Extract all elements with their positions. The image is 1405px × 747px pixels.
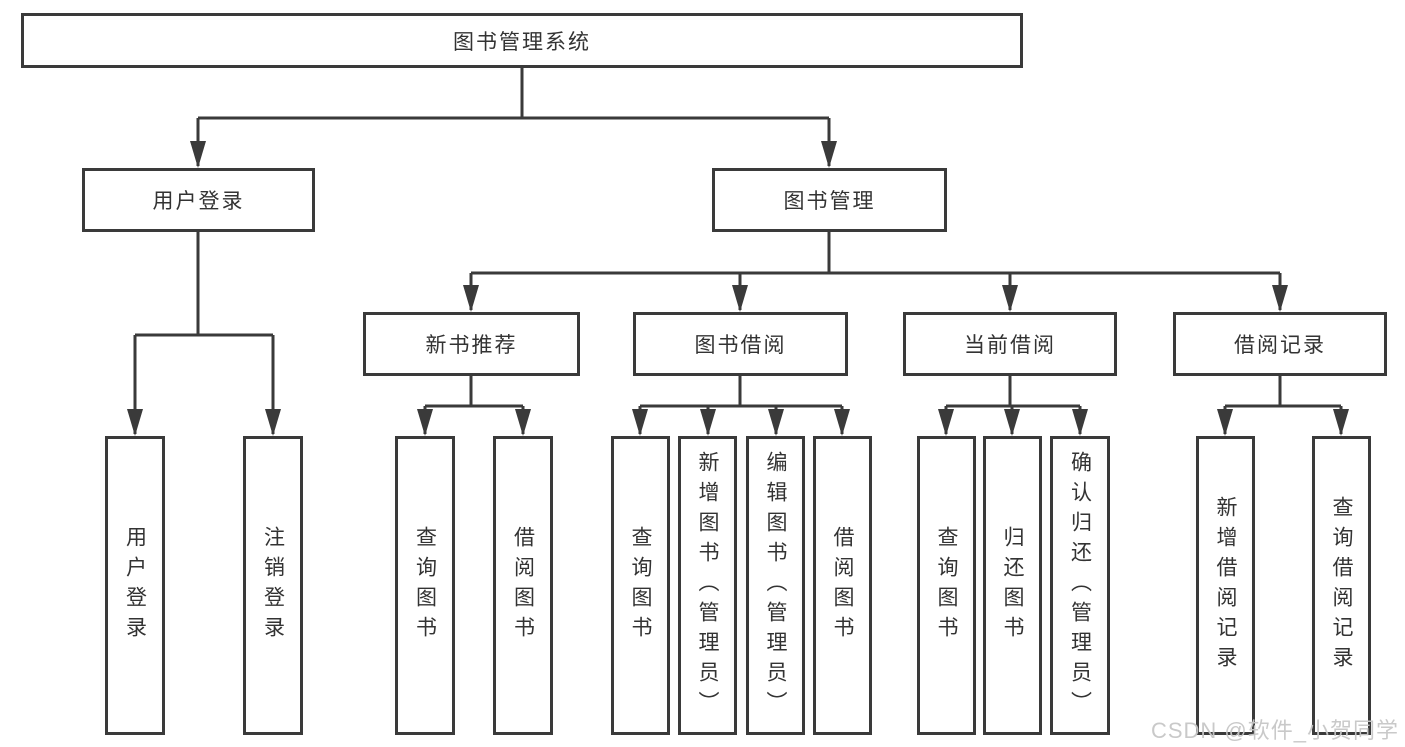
node-new-book-recommendation: 新书推荐	[363, 312, 580, 376]
node-label: 注销登录	[261, 525, 285, 646]
node-current-borrowing: 当前借阅	[903, 312, 1117, 376]
leaf-confirm-return-admin: 确认归还（管理员）	[1050, 436, 1110, 735]
leaf-borrow-books: 借阅图书	[813, 436, 872, 735]
node-label: 新增图书（管理员）	[696, 450, 719, 721]
node-label: 查询图书	[413, 525, 437, 646]
node-book-management: 图书管理	[712, 168, 947, 232]
node-label: 借阅图书	[511, 525, 535, 646]
node-user-login: 用户登录	[82, 168, 315, 232]
leaf-user-login: 用户登录	[105, 436, 165, 735]
leaf-query-books-recommend: 查询图书	[395, 436, 455, 735]
node-book-management-system: 图书管理系统	[21, 13, 1023, 68]
leaf-query-books-current: 查询图书	[917, 436, 976, 735]
leaf-query-borrow-record: 查询借阅记录	[1312, 436, 1371, 735]
leaf-borrow-books-recommend: 借阅图书	[493, 436, 553, 735]
node-label: 查询图书	[629, 525, 652, 646]
leaf-add-books-admin: 新增图书（管理员）	[678, 436, 737, 735]
tree-edges	[133, 68, 1343, 434]
node-label: 确认归还（管理员）	[1068, 450, 1092, 721]
node-label: 新书推荐	[425, 334, 518, 357]
node-label: 借阅图书	[831, 525, 854, 646]
node-label: 查询借阅记录	[1330, 495, 1353, 676]
node-label: 新增借阅记录	[1214, 495, 1237, 676]
node-borrowing-records: 借阅记录	[1173, 312, 1387, 376]
node-label: 图书借阅	[694, 334, 787, 357]
leaf-add-borrow-record: 新增借阅记录	[1196, 436, 1255, 735]
node-label: 查询图书	[935, 525, 958, 646]
leaf-return-books: 归还图书	[983, 436, 1042, 735]
node-label: 当前借阅	[964, 334, 1056, 357]
node-label: 图书管理	[783, 190, 876, 213]
node-label: 归还图书	[1001, 525, 1024, 646]
csdn-watermark: CSDN @软件_小贺同学	[1150, 718, 1399, 743]
leaf-query-books-borrow: 查询图书	[611, 436, 670, 735]
node-label: 借阅记录	[1234, 334, 1326, 357]
node-book-borrowing: 图书借阅	[633, 312, 848, 376]
leaf-edit-books-admin: 编辑图书（管理员）	[746, 436, 805, 735]
arrowhead-icons	[127, 141, 1349, 436]
node-label: 图书管理系统	[453, 30, 591, 54]
node-label: 用户登录	[152, 190, 245, 213]
node-label: 用户登录	[123, 525, 147, 646]
leaf-logout: 注销登录	[243, 436, 303, 735]
node-label: 编辑图书（管理员）	[764, 450, 787, 721]
